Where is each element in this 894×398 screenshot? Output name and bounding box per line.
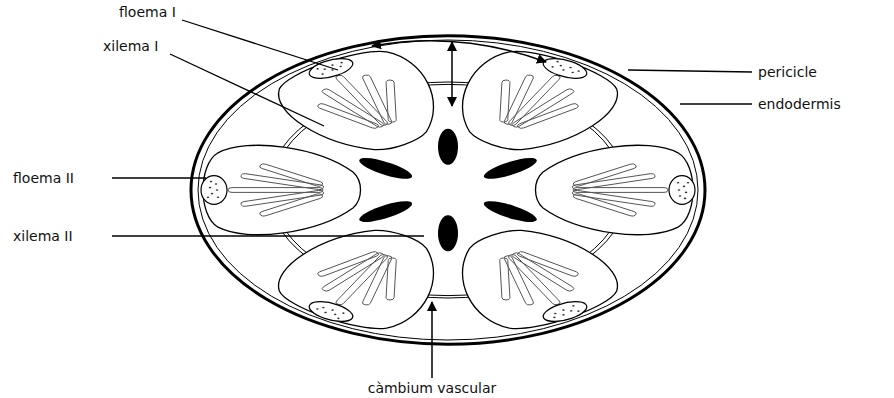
cambium-label: càmbium vascular: [367, 380, 498, 396]
endodermis-label: endodermis: [757, 96, 842, 112]
xylem-label: xilema II: [12, 228, 74, 244]
phloem-label: floema I: [118, 4, 177, 20]
xylem-label: xilema I: [102, 38, 159, 54]
phloem-label: floema II: [12, 170, 75, 186]
leader-lines: [112, 20, 752, 236]
pericycle-label: pericicle: [757, 64, 818, 80]
